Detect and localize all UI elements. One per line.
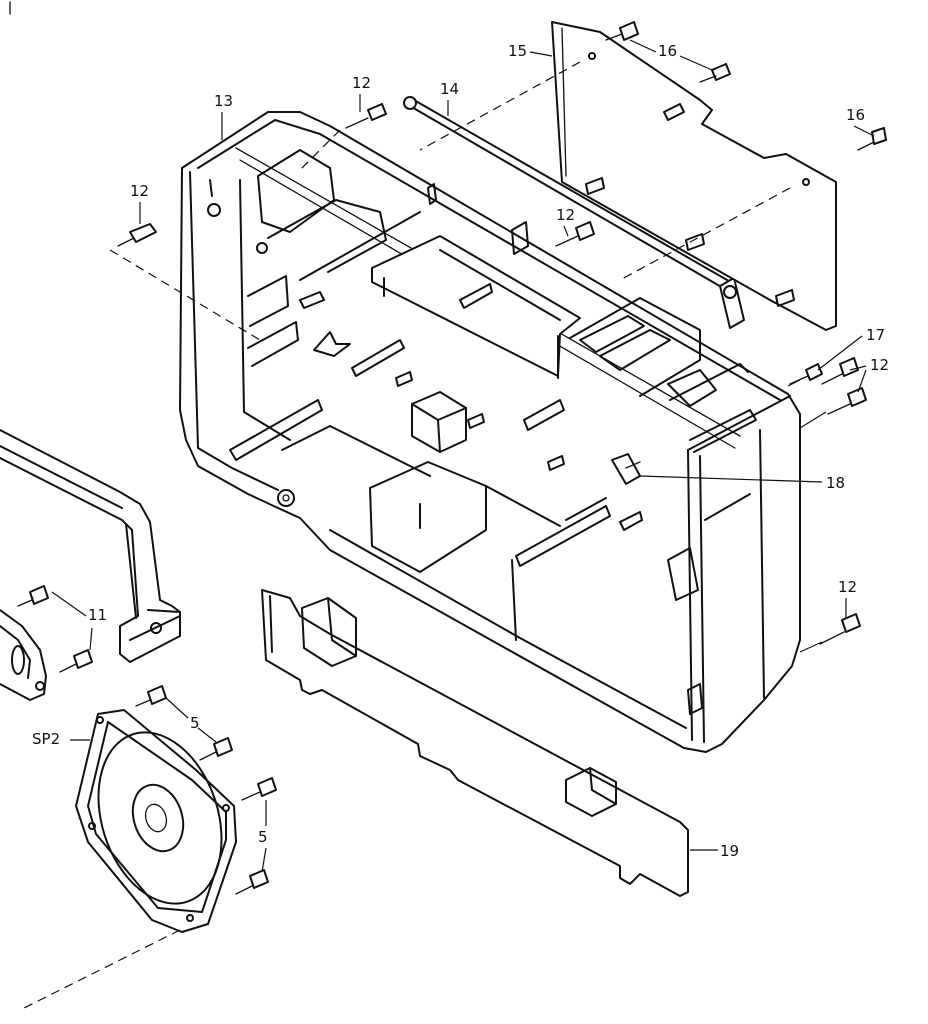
callout-5-lower: 5: [235, 777, 277, 895]
label-12-top-left: 12: [130, 182, 149, 200]
label-14: 14: [440, 80, 459, 98]
label-12-lower-right: 12: [838, 578, 857, 596]
label-17: 17: [866, 326, 885, 344]
callout-12-top: 12: [345, 74, 387, 129]
cabinet-housing: [179, 111, 801, 753]
label-13: 13: [214, 92, 233, 110]
callout-12-center: 12: [555, 206, 595, 247]
callout-11: 11: [17, 585, 107, 673]
label-sp2: SP2: [32, 730, 60, 748]
label-16-right: 16: [846, 106, 865, 124]
label-18: 18: [826, 474, 845, 492]
callout-18: 18: [611, 453, 845, 492]
callout-17: 17: [789, 326, 885, 385]
callout-16-top: 16: [605, 21, 731, 83]
label-12-right: 12: [870, 356, 889, 374]
callout-12-right: 12: [821, 356, 889, 415]
label-11: 11: [88, 606, 107, 624]
label-5-lower: 5: [258, 828, 268, 846]
callout-19: 19: [690, 842, 739, 860]
bottom-board-19: [261, 589, 689, 897]
callout-12-top-left: 12: [117, 182, 157, 247]
label-15: 15: [508, 42, 527, 60]
speaker-sp2: SP2: [32, 709, 237, 933]
label-19: 19: [720, 842, 739, 860]
callout-13: 13: [214, 92, 233, 140]
carry-handle: [0, 429, 181, 663]
label-12-top: 12: [352, 74, 371, 92]
left-speaker-partial: [0, 609, 47, 701]
callout-12-lower-right: 12: [819, 578, 861, 645]
callout-14: 14: [403, 80, 745, 329]
label-16-top: 16: [658, 42, 677, 60]
callout-16-right: 16: [846, 106, 887, 151]
callout-15: 15: [508, 21, 837, 331]
label-5-upper: 5: [190, 714, 200, 732]
label-12-center: 12: [556, 206, 575, 224]
callout-5-upper: 5: [135, 685, 233, 761]
